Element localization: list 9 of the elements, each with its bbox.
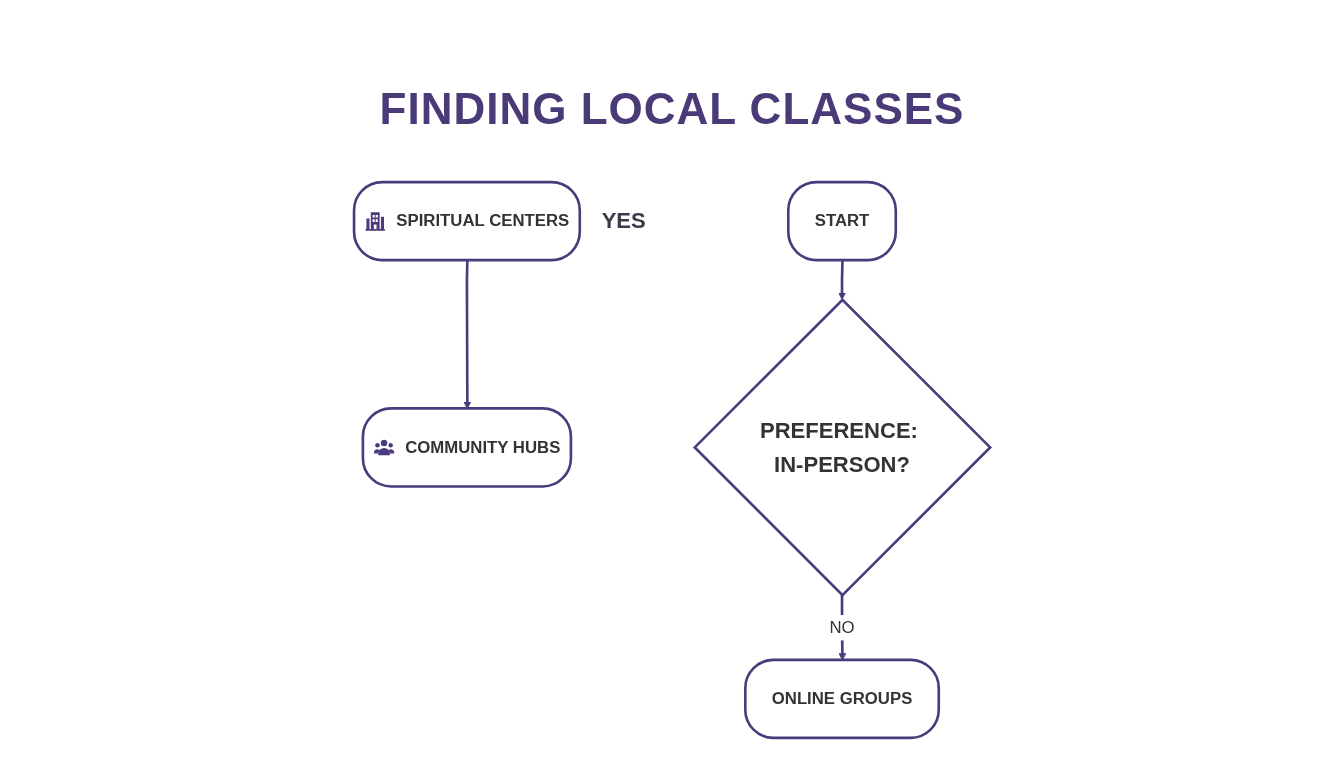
node-box: SPIRITUAL CENTERS	[352, 180, 581, 262]
node-box: START	[786, 180, 897, 262]
node-box: COMMUNITY HUBS	[361, 407, 573, 488]
node-box: ONLINE GROUPS	[743, 658, 940, 740]
node-diamond: PREFERENCE: IN-PERSON?	[692, 297, 992, 597]
branch-label: YES	[601, 208, 646, 235]
diagram-title: FINDING LOCAL CLASSES	[378, 84, 966, 134]
edge-label: NO	[829, 617, 855, 637]
arrow	[838, 260, 846, 301]
